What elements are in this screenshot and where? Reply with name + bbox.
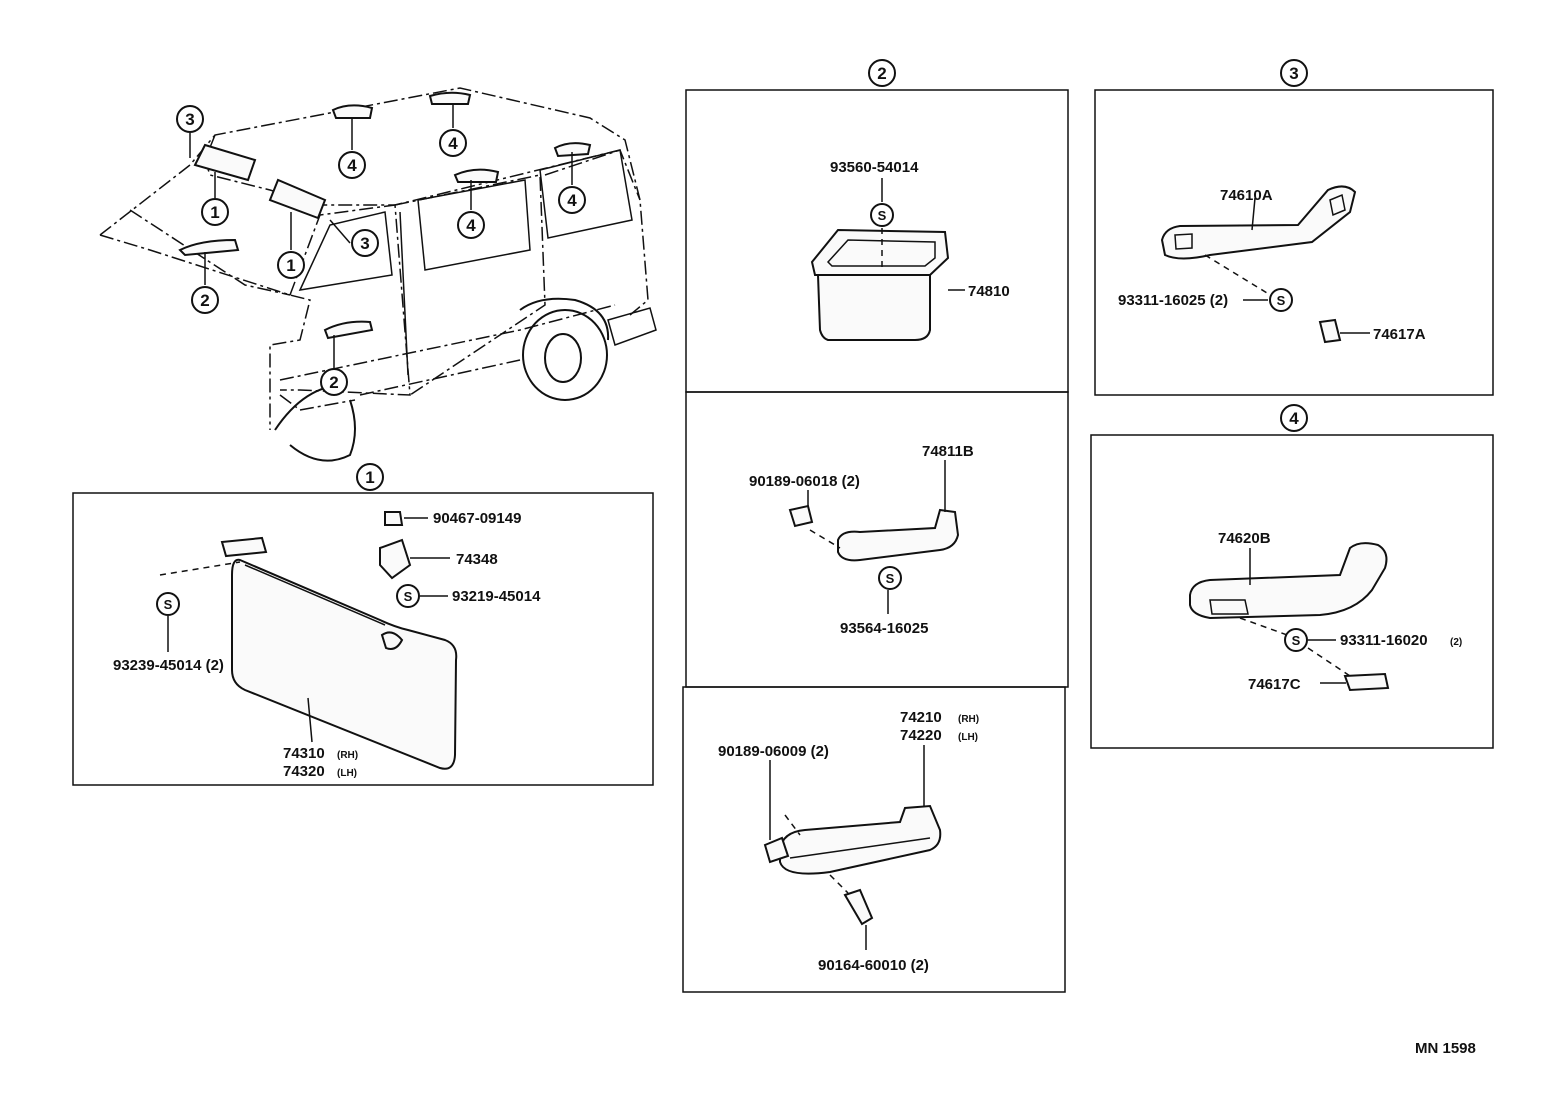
s-symbol-label: S (1277, 293, 1286, 308)
grip-74610a-part (1160, 185, 1357, 260)
van-callout-label: 2 (329, 373, 338, 392)
section-2a-pocket: S 93560-54014 74810 (810, 159, 1010, 341)
section-1-callout: 1 (365, 468, 374, 487)
part-number: 93564-16025 (840, 620, 928, 637)
s-symbol (1284, 628, 1308, 652)
s-symbol (156, 592, 180, 616)
clip-74348-part (379, 538, 412, 580)
part-suffix: (LH) (958, 732, 978, 743)
section-2b-handle: S 74811B 90189-06018 (2) 93564-16025 (749, 443, 974, 637)
van-callout: 4 (338, 151, 366, 179)
section-1-sun-visor: 1 S S 90467-09149 74348 93219-45014 9323… (72, 463, 654, 786)
part-number: 74348 (456, 551, 498, 568)
visor-clip-part (380, 631, 404, 650)
van-overview: 3 1 4 4 1 3 4 4 (99, 87, 657, 462)
part-number: 74620B (1218, 530, 1271, 547)
diagram-code: MN 1598 (1415, 1040, 1476, 1057)
section-3-frame (1094, 89, 1494, 396)
van-callout-label: 4 (448, 134, 458, 153)
part-number: 74210 (900, 709, 942, 726)
s-symbol-label: S (164, 597, 173, 612)
van-callout: 3 (176, 105, 204, 133)
section-4: 4 S 74620B 93311-16020 (2) 74617C (1090, 404, 1494, 749)
van-callout-label: 4 (466, 216, 476, 235)
van-callout: 4 (558, 186, 586, 214)
section-3-callout-circle (1280, 59, 1308, 87)
van-callout-label: 3 (360, 234, 369, 253)
van-callout-label: 3 (185, 110, 194, 129)
van-callout: 4 (457, 211, 485, 239)
s-symbol-label: S (878, 208, 887, 223)
van-callout: 2 (320, 368, 348, 396)
part-suffix: (2) (1450, 637, 1462, 648)
section-4-callout: 4 (1289, 409, 1299, 428)
s-symbol (1269, 288, 1293, 312)
part-suffix: (RH) (337, 750, 358, 761)
van-callout-label: 1 (210, 203, 219, 222)
s-symbol-label: S (404, 589, 413, 604)
part-number: 93311-16025 (2) (1118, 292, 1228, 309)
visor-bracket-part (220, 536, 268, 558)
part-number: 74617A (1373, 326, 1426, 343)
van-callout-label: 2 (200, 291, 209, 310)
section-4-frame (1090, 434, 1494, 749)
part-number: 93239-45014 (2) (113, 657, 224, 674)
sun-visor-part (231, 558, 458, 770)
section-2-callout: 2 (877, 64, 886, 83)
van-callout: 1 (277, 251, 305, 279)
van-callout: 2 (191, 286, 219, 314)
van-callout: 1 (201, 198, 229, 226)
part-number: 74310 (283, 745, 325, 762)
part-number: 74617C (1248, 676, 1301, 693)
s-symbol-label: S (886, 571, 895, 586)
part-number: 90189-06009 (2) (718, 743, 829, 760)
section-2: 2 S 93560-54014 74810 S 74811B (682, 59, 1069, 993)
van-callout: 3 (351, 229, 379, 257)
part-number: 90467-09149 (433, 510, 521, 527)
van-callout-label: 4 (347, 156, 357, 175)
section-2c-frame (682, 686, 1066, 993)
section-2c-assist-grip: 74210 (RH) 74220 (LH) 90189-06009 (2) 90… (718, 709, 979, 974)
cap-74617a-part (1318, 318, 1342, 344)
section-3: 3 S 74610A 93311-16025 (2) 74617A (1094, 59, 1494, 396)
part-number: 74810 (968, 283, 1010, 300)
cap-74617c-part (1343, 672, 1390, 692)
s-symbol (878, 566, 902, 590)
section-2-callout-circle (868, 59, 896, 87)
s-symbol (870, 203, 894, 227)
section-4-callout-circle (1280, 404, 1308, 432)
part-number: 74811B (922, 443, 974, 460)
part-number: 93311-16020 (1340, 632, 1428, 649)
part-suffix: (RH) (958, 714, 979, 725)
part-number: 90164-60010 (2) (818, 957, 929, 974)
s-symbol-label: S (1292, 633, 1301, 648)
part-suffix: (LH) (337, 768, 357, 779)
van-callout-label: 4 (567, 191, 577, 210)
van-callout-label: 1 (286, 256, 295, 275)
part-number: 74610A (1220, 187, 1273, 204)
section-1-frame (72, 492, 654, 786)
van-callout: 4 (439, 129, 467, 157)
s-symbol (396, 584, 420, 608)
clip-screw-part (384, 511, 404, 526)
section-3-callout: 3 (1289, 64, 1298, 83)
part-number: 90189-06018 (2) (749, 473, 860, 490)
part-number: 93560-54014 (830, 159, 919, 176)
part-number: 93219-45014 (452, 588, 541, 605)
grip-74620b-part (1189, 542, 1388, 620)
part-number: 74220 (900, 727, 942, 744)
part-number: 74320 (283, 763, 325, 780)
section-1-callout-circle (356, 463, 384, 491)
